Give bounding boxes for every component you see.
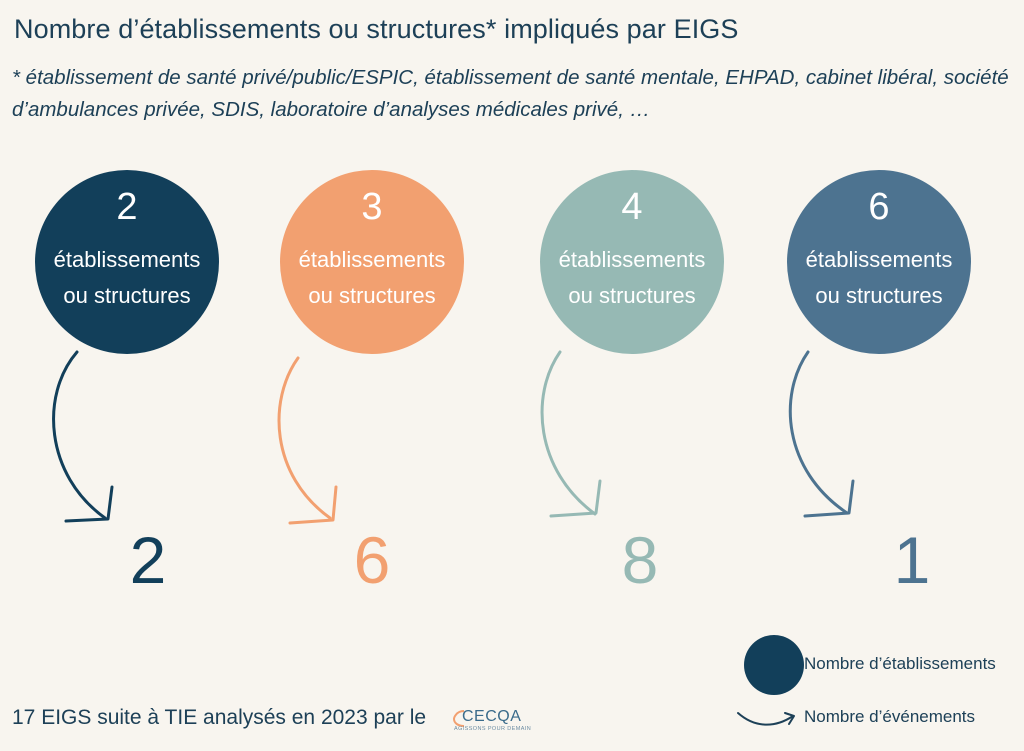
legend-events: Nombre d’événements [804,707,976,726]
logo-wordmark: CECQA [462,708,522,725]
legend-circle-icon [744,635,804,695]
footer-text: 17 EIGS suite à TIE analysés en 2023 par… [12,706,427,729]
curved-arrow-icon [540,350,602,518]
establishments-count: 4 [621,186,643,228]
events-count-1: 2 [129,523,167,597]
logo-tagline: AGISSONS POUR DEMAIN [454,726,532,732]
curved-arrow-icon [277,356,338,525]
establishments-count: 2 [116,186,138,228]
legend-establishments: Nombre d’établissements [804,654,996,673]
cecqa-logo: CECQA AGISSONS POUR DEMAIN [452,708,536,734]
curved-arrow-icon [788,350,855,518]
events-count-4: 1 [893,523,931,597]
logo-arc-icon [452,710,465,727]
footnote-definition: * établissement de santé privé/public/ES… [12,66,1009,121]
legend-arrow-icon [737,712,795,726]
establishments-count: 6 [868,186,890,228]
curved-arrow-icon [52,350,114,523]
establishments-count: 3 [361,186,383,228]
events-count-2: 6 [353,523,391,597]
events-count-3: 8 [621,523,659,597]
page-title: Nombre d’établissements ou structures* i… [14,14,739,44]
